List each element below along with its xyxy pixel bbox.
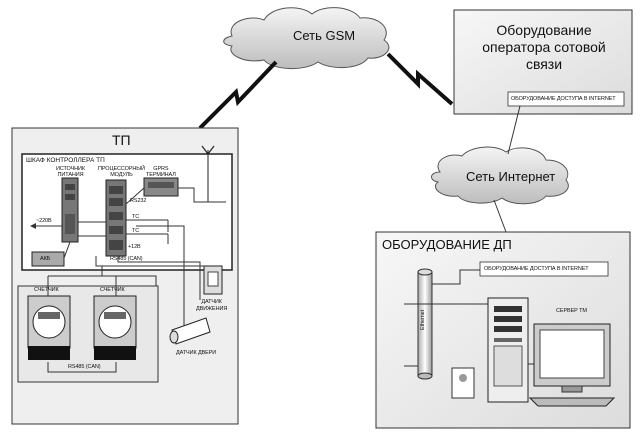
gsm-cloud <box>223 7 390 69</box>
tc-label-2: ТС <box>132 228 140 234</box>
rs485-label-1: RS485 (CAN) <box>110 256 143 262</box>
gsm-link-right-bolt <box>386 52 454 106</box>
gsm-link-left-bolt <box>198 60 278 130</box>
operator-title: Оборудование оператора сотовой связи <box>462 22 626 73</box>
motion-sensor-label-line-2: ДВИЖЕНИЯ <box>196 306 228 312</box>
operator-title-line-2: оператора сотовой <box>482 39 606 55</box>
door-sensor-label: ДАТЧИК ДВЕРИ <box>176 350 217 356</box>
dp-title: ОБОРУДОВАНИЕ ДП <box>382 237 512 252</box>
rs232-label: RS232 <box>130 198 147 204</box>
gprs-terminal-label-line-1: GPRS <box>153 166 169 172</box>
cabinet-title: ШКАФ КОНТРОЛЛЕРА ТП <box>26 157 105 164</box>
tp-title: ТП <box>112 132 131 148</box>
meter-2-shape <box>93 295 137 360</box>
motion-sensor-label-line-1: ДАТЧИК <box>201 299 222 305</box>
operator-title-line-3: связи <box>525 56 563 72</box>
internet-cloud-label: Сеть Интернет <box>466 169 556 184</box>
operator-panel <box>453 9 633 115</box>
processor-module-label-line-1: ПРОЦЕССОРНЫЙ <box>98 166 145 172</box>
gprs-terminal-label: GPRS ТЕРМИНАЛ <box>146 166 176 178</box>
power-source-label-line-1: ИСТОЧНИК <box>56 166 86 172</box>
operator-access-equipment-label: ОБОРУДОВАНИЕ ДОСТУПА В INTERNET <box>511 96 616 102</box>
server-label: СЕРВЕР ТМ <box>556 308 587 314</box>
operator-internet-link <box>507 105 521 155</box>
tp-panel <box>11 127 239 425</box>
dp-panel <box>375 231 631 429</box>
meter-1-shape <box>27 295 71 360</box>
ethernet-label: Ethernet <box>420 310 426 330</box>
server-tower-shape <box>487 297 529 403</box>
meter-1-label: СЧЕТЧИК <box>34 287 59 293</box>
meter-2-label: СЧЕТЧИК <box>100 287 125 293</box>
rs485-label-2: RS485 (CAN) <box>68 364 101 370</box>
operator-title-line-1: Оборудование <box>496 22 592 38</box>
tc-label-1: ТС <box>132 214 140 220</box>
power-source-label-line-2: ПИТАНИЯ <box>57 172 84 178</box>
motion-sensor-label: ДАТЧИК ДВИЖЕНИЯ <box>196 299 227 313</box>
monitor-shape <box>528 323 616 407</box>
processor-module-label: ПРОЦЕССОРНЫЙ МОДУЛЬ <box>98 166 145 178</box>
internet-cloud <box>431 146 569 205</box>
gprs-terminal-label-line-2: ТЕРМИНАЛ <box>146 172 176 178</box>
power-source-label: ИСТОЧНИК ПИТАНИЯ <box>56 166 85 178</box>
processor-module-label-line-2: МОДУЛЬ <box>110 172 133 178</box>
v220-label: ~220В <box>36 218 52 224</box>
v12-label: +12В <box>128 244 141 250</box>
gsm-cloud-label: Сеть GSM <box>293 28 356 43</box>
dp-access-equipment-label: ОБОРУДОВАНИЕ ДОСТУПА В INTERNET <box>484 266 589 272</box>
door-sensor-shape <box>169 317 211 345</box>
akb-label: АКБ <box>40 256 51 262</box>
